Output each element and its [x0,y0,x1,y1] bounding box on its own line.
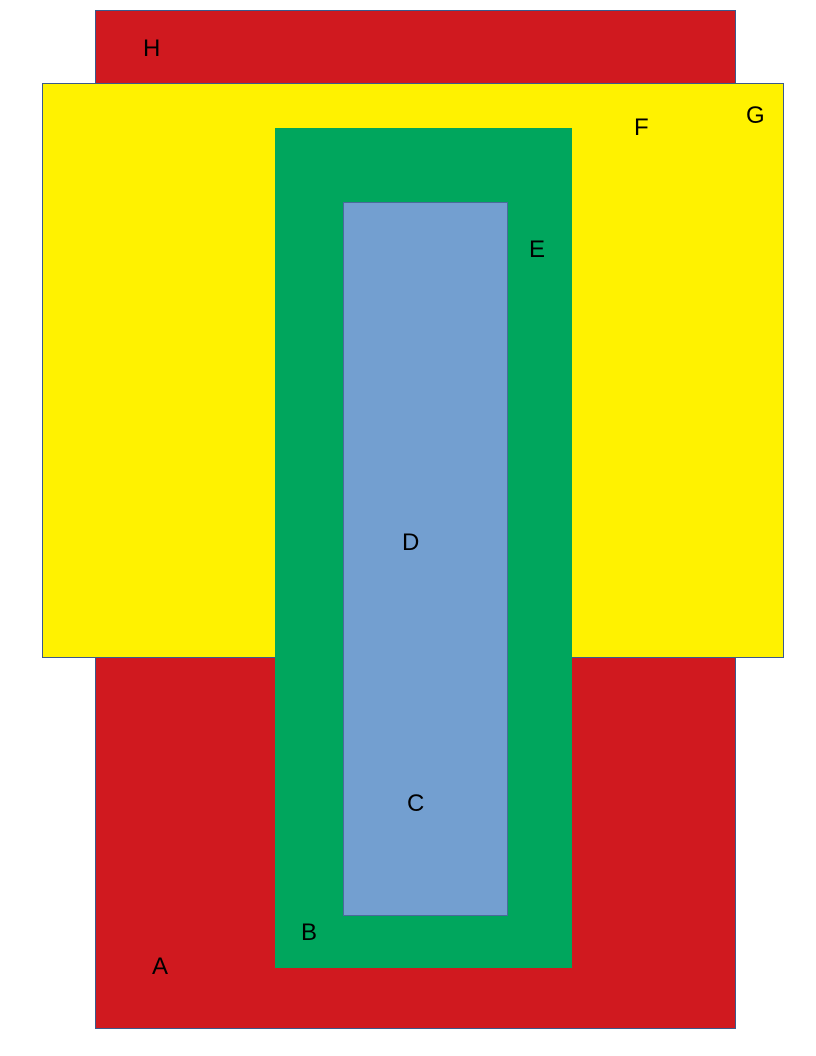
blue-region [343,202,508,916]
label-f: F [634,114,649,141]
label-c: C [407,790,425,817]
label-h: H [143,35,161,62]
label-e: E [529,236,546,263]
label-a: A [152,953,169,980]
label-d: D [402,529,420,556]
label-g: G [746,102,765,129]
label-b: B [301,919,318,946]
